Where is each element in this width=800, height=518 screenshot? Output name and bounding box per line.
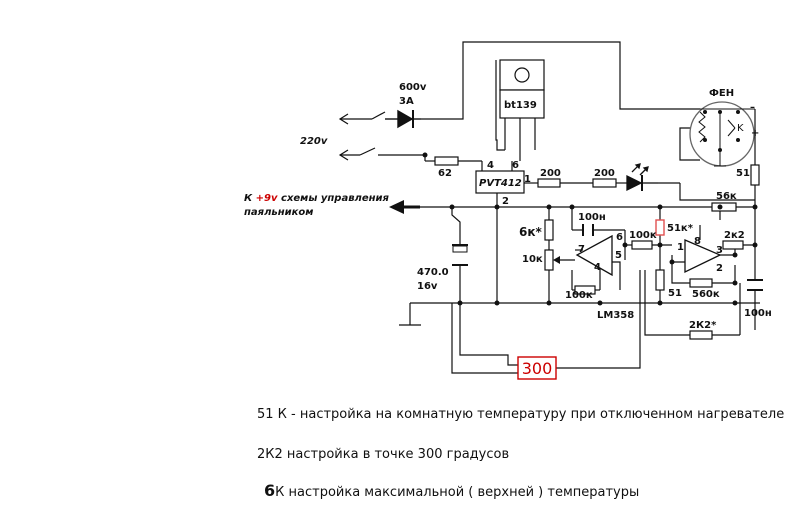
display-value: 300 xyxy=(522,359,553,378)
label-r-2k2-bottom: 2К2* xyxy=(689,320,717,331)
cap-470-body xyxy=(452,245,468,253)
label-r-100k-bottom: 100к xyxy=(565,290,593,301)
note-1: 51 К - настройка на комнатную температур… xyxy=(257,407,785,422)
label-r-62: 62 xyxy=(438,168,452,179)
label-opamp2-pin-2: 2 xyxy=(716,263,723,274)
optocoupler-body xyxy=(475,170,525,194)
wiper-arrow xyxy=(553,256,560,264)
label-fan-plus: + xyxy=(751,128,759,139)
label-optocoupler: PVT412 xyxy=(479,178,522,189)
label-r-2k2-right: 2к2 xyxy=(724,230,745,241)
label-r-200-a: 200 xyxy=(540,168,561,179)
label-r-51-lower: 51 xyxy=(668,288,682,299)
led-icon xyxy=(626,163,658,192)
label-opamp-pin-7: 7 xyxy=(578,244,585,255)
resistor-51k xyxy=(655,219,665,236)
note-2: 2К2 настройка в точке 300 градусов xyxy=(257,447,510,462)
resistor-200-b xyxy=(592,178,617,188)
supply-note-line1: К +9v схемы управления xyxy=(244,193,390,204)
resistor-560k xyxy=(689,278,713,288)
resistor-2k2-right xyxy=(722,240,744,250)
resistor-10k xyxy=(544,249,554,271)
supply-arrow xyxy=(389,200,420,214)
label-lm358: LM358 xyxy=(597,310,634,321)
label-r-200-b: 200 xyxy=(594,168,615,179)
label-opamp2-pin-8: 8 xyxy=(694,236,701,247)
label-diode-current: 3A xyxy=(399,96,414,107)
label-r-6k: 6к* xyxy=(519,225,542,239)
label-mains: 220v xyxy=(300,136,328,147)
label-opamp2-pin-1: 1 xyxy=(677,242,684,253)
label-diode-voltage: 600v xyxy=(399,82,427,93)
label-r-100k-mid: 100к xyxy=(629,230,657,241)
supply-rest: схемы управления xyxy=(281,193,390,204)
label-r-51-fan: 51 xyxy=(736,168,750,179)
supply-voltage: +9v xyxy=(256,193,278,204)
label-opamp2-pin-3: 3 xyxy=(716,245,723,256)
label-cap-470: 470.0 xyxy=(417,267,449,278)
label-fan: ФЕН xyxy=(709,88,734,99)
note-3: 6К настройка максимальной ( верхней ) те… xyxy=(264,481,640,500)
label-opto-pin-2: 2 xyxy=(502,196,509,207)
resistor-200-a xyxy=(537,178,561,188)
label-cap-100n-top: 100н xyxy=(578,212,606,223)
resistor-51-lower xyxy=(655,269,665,291)
supply-prefix: К xyxy=(244,193,253,204)
label-triac: bt139 xyxy=(504,100,537,111)
wires xyxy=(340,41,760,374)
fan-icon xyxy=(689,101,756,167)
resistor-56k xyxy=(711,202,737,212)
resistor-2k2-bottom xyxy=(689,330,713,340)
junctions xyxy=(422,152,758,306)
label-opto-pin-6: 6 xyxy=(512,160,519,171)
opamp-2 xyxy=(684,239,722,274)
label-opto-pin-1: 1 xyxy=(524,174,531,185)
resistor-100k-bottom xyxy=(574,285,596,295)
label-opamp-pin-5: 5 xyxy=(615,250,622,261)
diode-icon xyxy=(385,109,421,129)
label-r-560k: 560к xyxy=(692,289,720,300)
label-opto-pin-4: 4 xyxy=(487,160,494,171)
temperature-display xyxy=(517,356,557,380)
mains-arrows xyxy=(338,111,386,161)
resistor-6k xyxy=(544,219,554,241)
resistor-100k-mid xyxy=(631,240,653,250)
label-opamp-pin-4: 4 xyxy=(594,262,601,273)
resistor-51-fan xyxy=(750,164,760,186)
capacitors xyxy=(452,224,763,291)
label-cap-470-voltage: 16v xyxy=(417,281,438,292)
opamp-1 xyxy=(575,234,613,277)
label-fan-k: K xyxy=(737,123,744,134)
resistors xyxy=(434,156,760,340)
label-r-10k: 10к xyxy=(522,254,543,265)
supply-note-line2: паяльником xyxy=(244,207,313,218)
triac-icon xyxy=(499,59,545,119)
label-r-56k: 56к xyxy=(716,191,737,202)
label-cap-100n-bottom: 100н xyxy=(744,308,772,319)
label-opamp-pin-6: 6 xyxy=(616,232,623,243)
label-fan-minus: – xyxy=(750,102,755,113)
label-r-51k: 51к* xyxy=(667,223,694,234)
resistor-62 xyxy=(434,156,459,166)
